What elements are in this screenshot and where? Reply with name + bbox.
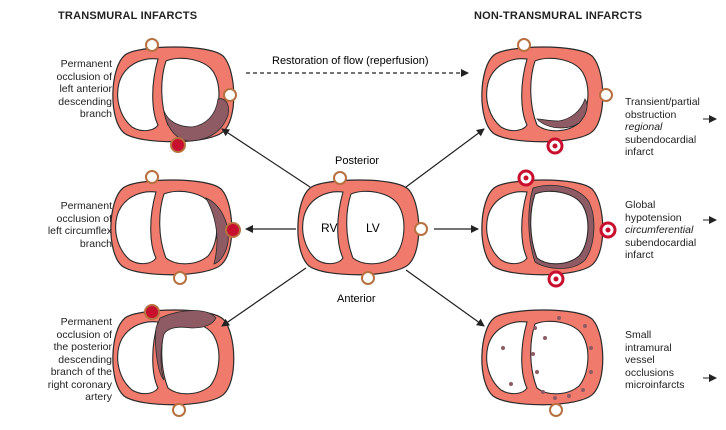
label-line: branch xyxy=(79,108,112,120)
label-line: Permanent xyxy=(60,200,112,212)
arrow-to-regional xyxy=(405,128,485,188)
label-line: right coronary xyxy=(47,378,112,391)
heart-regional-subendocardial xyxy=(481,46,604,143)
header-non-transmural: NON-TRANSMURAL INFARCTS xyxy=(474,10,643,22)
vessel-icon xyxy=(361,271,375,285)
label-line: subendocardial xyxy=(625,236,697,249)
microinfarct-dots xyxy=(501,316,593,400)
label-line: subendocardial xyxy=(625,133,697,146)
label-line: regional xyxy=(625,121,663,133)
anterior-label: Anterior xyxy=(337,293,376,305)
heart-pda-infarct xyxy=(112,309,235,406)
occluded-vessel-icon xyxy=(144,304,160,320)
label-line: infarct xyxy=(625,249,654,261)
label-line: artery xyxy=(85,391,112,403)
infarct-region xyxy=(163,98,229,142)
label-line: occlusion of xyxy=(56,212,112,225)
label-line: occlusion of xyxy=(56,70,112,83)
label-lad-occlusion: Permanent occlusion of left anterior des… xyxy=(8,58,112,121)
label-line: descending xyxy=(58,95,112,108)
heart-lad-infarct xyxy=(112,46,235,143)
vessel-icon xyxy=(599,88,613,102)
label-line: Permanent xyxy=(60,58,112,70)
label-line: hypotension xyxy=(625,211,682,224)
partial-occlusion-core xyxy=(553,276,559,282)
infarct-region xyxy=(536,98,588,129)
partial-occlusion-core xyxy=(605,227,611,233)
label-line: branch xyxy=(79,237,112,250)
label-line: left anterior xyxy=(59,83,112,95)
heart-normal xyxy=(297,179,420,276)
label-line: occlusion of xyxy=(56,328,112,341)
label-line: Small xyxy=(625,329,652,341)
vessel-icon xyxy=(173,271,187,285)
arrow-to-pda xyxy=(221,267,307,327)
arrow-to-lad xyxy=(221,128,311,188)
occluded-vessel-icon xyxy=(170,137,186,153)
label-line: infarct xyxy=(625,146,654,158)
label-transient-obstruction: Transient/partial obstruction regional s… xyxy=(625,96,725,159)
label-line: occlusions xyxy=(625,366,675,379)
heart-circumferential-subendocardial xyxy=(481,179,604,276)
heart-microinfarcts xyxy=(481,309,604,406)
rv-label: RV xyxy=(321,221,337,235)
label-line: intramural xyxy=(625,341,672,354)
label-line: the posterior xyxy=(53,341,112,353)
vessel-icon xyxy=(145,38,159,52)
reperfusion-label: Restoration of flow (reperfusion) xyxy=(272,55,429,67)
arrow-to-microinfarcts xyxy=(405,269,485,327)
label-circumflex-occlusion: Permanent occlusion of left circumflex b… xyxy=(8,200,112,250)
label-line: obstruction xyxy=(625,108,677,121)
label-global-hypotension: Global hypotension circumferential suben… xyxy=(625,199,725,262)
label-line: branch of the xyxy=(50,366,112,378)
label-line: Transient/partial xyxy=(625,96,700,108)
label-small-vessel: Small intramural vessel occlusions micro… xyxy=(625,329,725,392)
label-line: left circumflex xyxy=(47,225,112,237)
vessel-icon xyxy=(145,170,159,184)
occluded-vessel-icon xyxy=(225,222,241,238)
label-line: vessel xyxy=(625,354,655,366)
partial-occlusion-core xyxy=(523,175,529,181)
infarct-region xyxy=(155,310,217,381)
lv-label: LV xyxy=(366,221,380,235)
label-line: Permanent xyxy=(60,316,112,328)
label-pda-occlusion: Permanent occlusion of the posterior des… xyxy=(8,316,112,404)
vessel-icon xyxy=(549,403,563,417)
vessel-icon xyxy=(223,88,237,102)
label-line: Global xyxy=(625,199,656,211)
header-transmural: TRANSMURAL INFARCTS xyxy=(58,10,198,22)
vessel-icon xyxy=(517,38,531,52)
vessel-icon xyxy=(414,222,428,236)
label-line: circumferential xyxy=(625,224,694,236)
heart-circumflex-infarct xyxy=(110,179,233,276)
label-line: descending xyxy=(58,353,112,366)
posterior-label: Posterior xyxy=(335,155,379,167)
infarct-region xyxy=(205,197,229,265)
label-line: microinfarcts xyxy=(625,379,685,391)
vessel-icon xyxy=(333,171,347,185)
partial-occlusion-core xyxy=(552,143,558,149)
vessel-icon xyxy=(172,403,186,417)
